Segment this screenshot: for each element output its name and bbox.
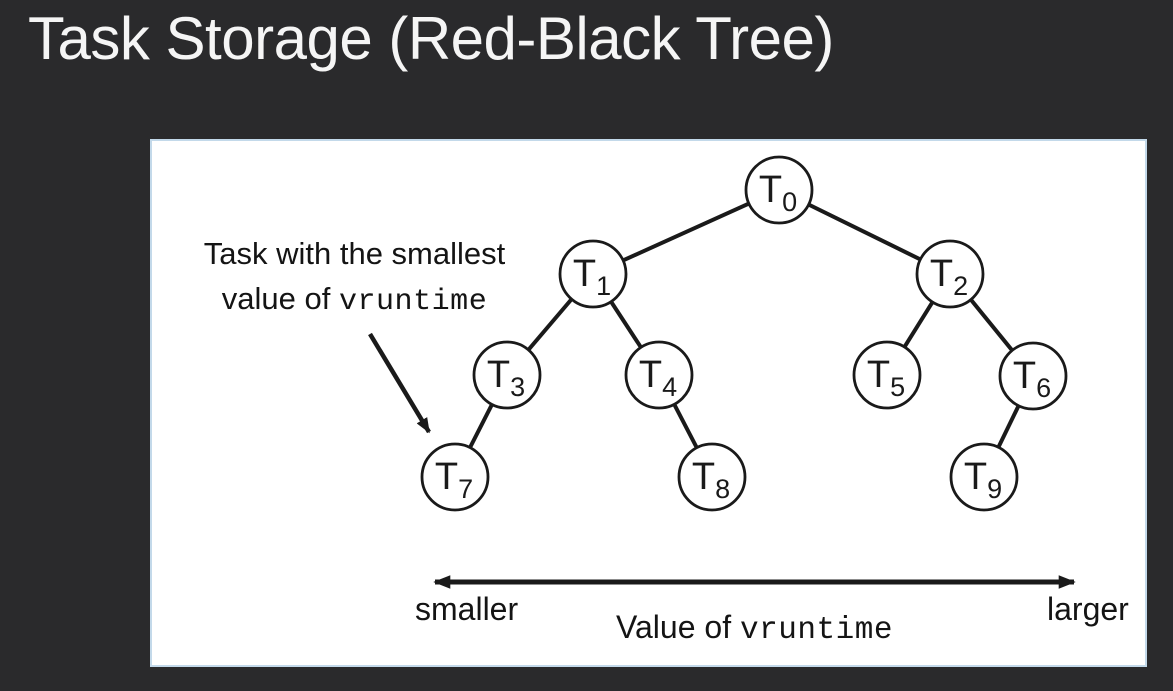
- tree-node-circle: [677, 442, 747, 512]
- annotation-line2-code: vruntime: [338, 285, 488, 319]
- tree-node-T8: T8: [677, 442, 747, 512]
- tree-node-T1: T1: [558, 239, 628, 309]
- tree-node-label: T9: [964, 456, 1002, 504]
- tree-node-T5: T5: [852, 340, 922, 410]
- axis-caption: Value of vruntime: [435, 609, 1074, 648]
- annotation-arrow: [368, 332, 431, 434]
- tree-node-T6: T6: [998, 341, 1068, 411]
- tree-node-circle: [915, 239, 985, 309]
- tree-node-label: T8: [692, 456, 730, 504]
- tree-node-circle: [998, 341, 1068, 411]
- tree-node-T9: T9: [949, 442, 1019, 512]
- annotation-line2-text: value of: [221, 281, 339, 316]
- axis-caption-code: vruntime: [739, 613, 893, 648]
- axis-label-larger: larger: [1047, 591, 1129, 627]
- slide-title: Task Storage (Red-Black Tree): [28, 5, 834, 72]
- tree-node-T4: T4: [624, 340, 694, 410]
- tree-node-circle: [558, 239, 628, 309]
- tree-node-circle: [949, 442, 1019, 512]
- annotation-line2: value of vruntime: [167, 276, 542, 325]
- tree-node-circle: [852, 340, 922, 410]
- annotation-line1: Task with the smallest: [203, 236, 506, 271]
- tree-node-T2: T2: [915, 239, 985, 309]
- tree-node-T7: T7: [420, 442, 490, 512]
- diagram-arrows: [368, 332, 1076, 589]
- tree-node-label: T6: [1013, 355, 1051, 403]
- smallest-vruntime-annotation: Task with the smallest value of vruntime: [167, 231, 542, 325]
- tree-node-circle: [624, 340, 694, 410]
- tree-node-circle: [472, 340, 542, 410]
- tree-node-T0: T0: [744, 155, 814, 225]
- tree-node-circle: [420, 442, 490, 512]
- axis-label-smaller: smaller: [415, 591, 519, 627]
- axis-caption-text: Value of: [616, 609, 740, 645]
- tree-node-T3: T3: [472, 340, 542, 410]
- tree-node-circle: [744, 155, 814, 225]
